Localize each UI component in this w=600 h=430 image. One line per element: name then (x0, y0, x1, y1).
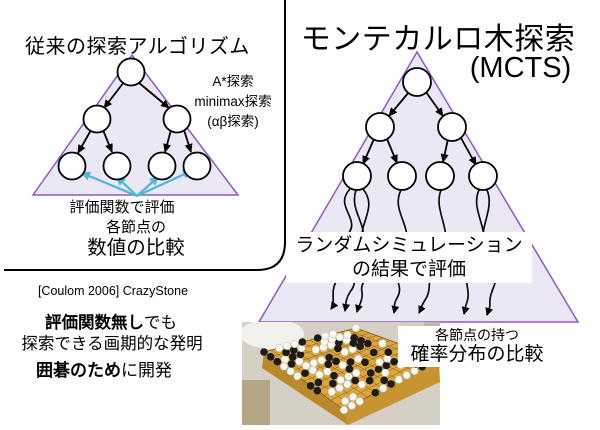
left-panel-title: 従来の探索アルゴリズム (25, 36, 250, 58)
node-value-compare-label: 各節点の 数値の比較 (76, 218, 196, 260)
invention-line-1: 評価関数無しでも (11, 309, 211, 333)
random-simulation-label: ランダムシミュレーション の結果で評価 (286, 232, 532, 283)
left-tree-nodes (57, 57, 212, 181)
left-panel-boundary (4, 0, 286, 271)
go-board-photo (242, 322, 440, 425)
evaluation-function-label: 評価関数で評価 (69, 199, 175, 216)
board-grid-and-stones (260, 324, 440, 414)
photo-pillow (242, 322, 304, 349)
algo-note-line-1: A*探索 (212, 74, 254, 89)
algo-note-line-2: minimax探索 (194, 94, 272, 109)
node-compare-line-2: 数値の比較 (87, 237, 185, 259)
node-compare-line-1: 各節点の (105, 219, 166, 236)
probability-compare-label: 各節点の持つ 確率分布の比較 (398, 326, 556, 367)
mcts-title: モンテカルロ木探索 (300, 23, 576, 56)
mcts-tree-edges (362, 91, 477, 166)
prob-label-line-2: 確率分布の比較 (410, 344, 544, 365)
evaluation-arrows (80, 170, 193, 198)
invention-line-1-bold: 評価関数無し (45, 314, 144, 332)
mcts-tree-nodes (342, 67, 498, 191)
photo-tatami (242, 380, 270, 425)
prob-label-line-1: 各節点の持つ (435, 327, 519, 343)
classic-algorithms-note: A*探索 minimax探索 (αβ探索) (180, 72, 286, 132)
left-tree-edges (77, 81, 193, 154)
invention-line-3-bold: 囲碁のため (36, 361, 121, 380)
mcts-subtitle: (MCTS) (469, 52, 572, 84)
invention-line-1-rest: でも (144, 314, 177, 332)
algo-note-line-3: (αβ探索) (207, 114, 259, 129)
citation-text: [Coulom 2006] CrazyStone (37, 284, 189, 298)
sim-label-line-2: の結果で評価 (351, 259, 466, 280)
invention-line-2: 探索できる画期的な発明 (21, 335, 203, 353)
board-front-face (344, 358, 440, 425)
sim-label-line-1: ランダムシミュレーション (295, 235, 523, 256)
invention-line-3: 囲碁のために開発 (4, 356, 204, 381)
invention-line-3-rest: に開発 (121, 361, 172, 380)
